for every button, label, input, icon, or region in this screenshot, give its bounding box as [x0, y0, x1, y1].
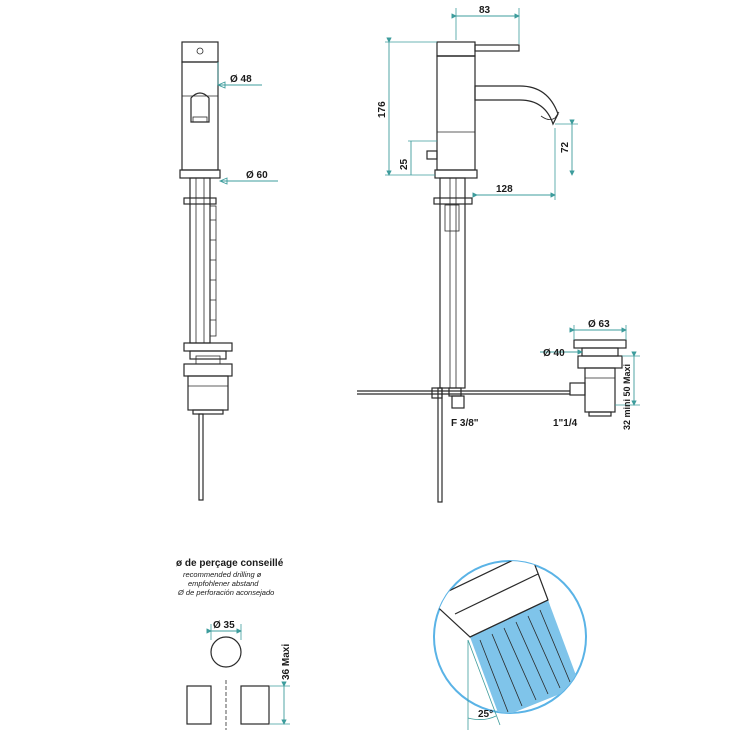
dim-hole-depth: 36 Maxi [281, 644, 292, 680]
dim-top-width: 83 [479, 5, 491, 16]
front-cap [181, 41, 219, 63]
drilling-note-de: empfohlener abstand [188, 579, 259, 588]
dim-spout-drop: 72 [560, 141, 571, 153]
dim-body-diameter: Ø 48 [230, 74, 252, 85]
drilling-hole [186, 624, 290, 730]
front-base-ring [179, 169, 221, 179]
waste-detail [540, 325, 640, 417]
dim-spray-angle: 25° [478, 709, 493, 720]
dim-inlet-height: 25 [399, 158, 410, 170]
aerator-spray [470, 600, 580, 713]
dim-height: 176 [377, 101, 388, 118]
drilling-note-en: recommended drilling ø [183, 570, 262, 579]
hole-section-left [186, 685, 212, 725]
label-waste-thread: 1"1/4 [553, 418, 578, 429]
dim-hole-diameter: Ø 35 [213, 620, 235, 631]
front-shank [189, 177, 211, 344]
dim-waste-outer: Ø 63 [588, 319, 610, 330]
front-body [181, 61, 219, 171]
front-waste-body [187, 375, 229, 411]
dim-waste-inner: Ø 40 [543, 348, 565, 359]
dim-reach: 128 [496, 184, 513, 195]
hole-plan-circle [210, 636, 242, 668]
side-top-cap [436, 41, 476, 57]
side-base-ring [434, 169, 478, 179]
side-body [436, 55, 476, 171]
dim-base-diameter: Ø 60 [246, 170, 268, 181]
side-lever [474, 44, 520, 52]
front-pop-up-rod [198, 413, 204, 501]
aerator-detail [433, 560, 587, 730]
drilling-note-fr: ø de perçage conseillé [176, 558, 284, 569]
front-view [179, 41, 278, 501]
hole-section-right [240, 685, 270, 725]
front-cap-hole [196, 47, 204, 55]
side-view [357, 8, 578, 503]
dim-waste-clamp: 32 mini 50 Maxi [622, 364, 632, 430]
side-spout [474, 85, 559, 126]
label-hose-thread: F 3/8" [451, 418, 479, 429]
drilling-note-es: Ø de perforación aconsejado [177, 588, 274, 597]
front-waste-flange [183, 342, 233, 352]
waste-body [584, 367, 616, 413]
side-pop-up-rod [437, 387, 443, 503]
front-handle [190, 92, 210, 123]
